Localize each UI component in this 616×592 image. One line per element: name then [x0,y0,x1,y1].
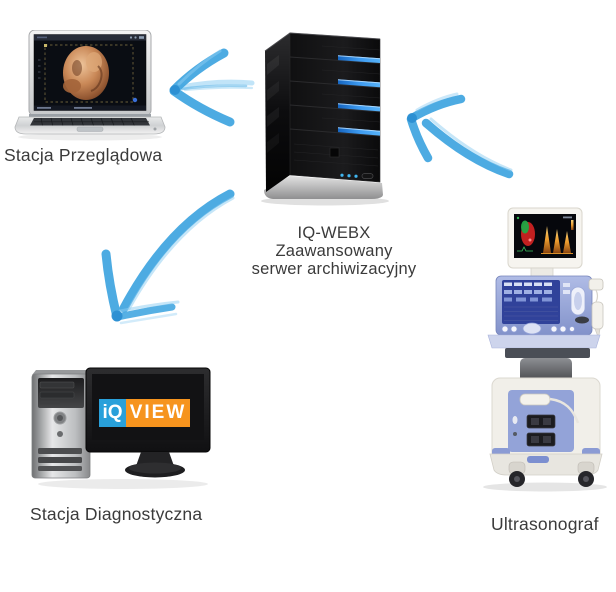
arrow-server-to-diagnostic-icon [101,189,235,325]
arrow-ultrasound-to-server-icon [406,92,514,179]
ultrasound-label: Ultrasonograf [491,514,599,534]
server-subtitle-2: serwer archiwizacyjny [251,260,417,278]
server-title: IQ-WEBX [297,224,371,242]
review-station-label: Stacja Przeglądowa [4,145,163,165]
laptop-icon [14,30,166,141]
iqview-logo-iq: iQ [99,399,126,427]
tower-server-icon [261,32,389,206]
arrow-server-to-review-icon [169,48,255,127]
server-subtitle-1: Zaawansowany [275,242,393,260]
ultrasound-cart-icon [483,207,607,492]
diagnostic-station-label: Stacja Diagnostyczna [30,504,203,524]
iqview-logo-view: VIEW [126,399,190,427]
iqview-logo: iQ VIEW [99,399,190,427]
server-label: IQ-WEBX Zaawansowany serwer archiwizacyj… [228,224,440,278]
